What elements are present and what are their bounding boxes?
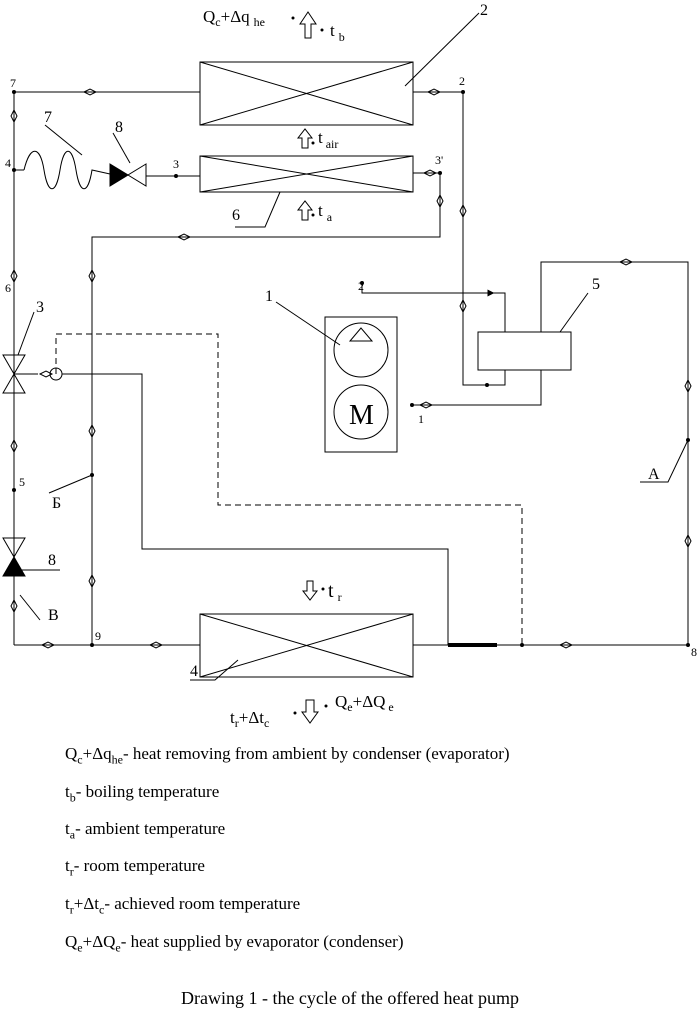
flow-mark: [88, 423, 96, 439]
heat-arrows: [296, 11, 319, 724]
flow-mark: [88, 268, 96, 284]
evaporator-4: [199, 613, 414, 678]
svg-text:Б: Б: [52, 495, 61, 512]
letter-labels: A Б В: [48, 466, 660, 624]
legend-item: tb- boiling temperature: [65, 782, 220, 805]
hx6-return-pipe: [91, 172, 441, 645]
figure-caption: Drawing 1 - the cycle of the offered hea…: [180, 988, 520, 1008]
junction-dots: [12, 16, 690, 715]
hx5-bottom-left: [487, 370, 506, 386]
svg-text:9: 9: [95, 629, 101, 643]
right-pipe-A: [540, 261, 689, 645]
flow-mark: [82, 88, 98, 96]
piping: [13, 91, 689, 647]
svg-text:Qc+Δqhe: Qc+Δqhe: [203, 7, 265, 29]
svg-text:A: A: [648, 466, 660, 483]
svg-text:Qe+ΔQe: Qe+ΔQe: [335, 692, 394, 714]
svg-text:1: 1: [418, 412, 424, 426]
valve-8-bottom: [2, 537, 26, 577]
svg-text:7: 7: [44, 109, 52, 126]
arrow-down-icon: [301, 580, 319, 601]
flow-mark: [10, 438, 18, 454]
flow-marks: [10, 88, 692, 649]
cond-right-pipe: [413, 91, 487, 386]
legend-item: Qe+ΔQe- heat supplied by evaporator (con…: [65, 932, 404, 955]
flow-mark: [618, 258, 634, 266]
flow-mark: [459, 203, 467, 219]
valve-8-top: [109, 163, 147, 187]
svg-text:5: 5: [592, 276, 600, 293]
svg-text:6: 6: [5, 281, 11, 295]
arrow-up-icon: [299, 11, 317, 39]
flow-mark: [10, 598, 18, 614]
svg-text:6: 6: [232, 207, 240, 224]
compressor-discharge: [361, 283, 506, 332]
svg-text:1: 1: [265, 288, 273, 305]
legend-item: Qc+Δqhe- heat removing from ambient by c…: [65, 744, 510, 767]
flow-mark: [558, 641, 574, 649]
flow-mark: [684, 533, 692, 549]
svg-text:3: 3: [36, 299, 44, 316]
svg-text:2: 2: [459, 74, 465, 88]
flow-mark: [38, 370, 54, 378]
svg-text:7: 7: [10, 76, 16, 90]
flow-mark: [148, 641, 164, 649]
svg-text:2: 2: [480, 2, 488, 19]
svg-text:tb: tb: [330, 21, 345, 44]
svg-text:4: 4: [190, 663, 198, 680]
svg-text:3: 3: [173, 157, 179, 171]
svg-text:5: 5: [19, 475, 25, 489]
svg-text:tr+Δtc: tr+Δtc: [230, 708, 269, 730]
svg-text:3': 3': [435, 153, 443, 167]
flow-mark: [684, 378, 692, 394]
flow-mark: [176, 233, 192, 241]
flow-mark: [88, 573, 96, 589]
arrow-up-icon: [296, 200, 314, 221]
valve-3: [2, 354, 63, 394]
flow-mark: [436, 193, 444, 209]
flow-mark: [10, 268, 18, 284]
motor-label: M: [349, 400, 374, 431]
flow-mark: [10, 108, 18, 124]
legend-item: tr+Δtc- achieved room temperature: [65, 894, 301, 917]
capillary-coil: [23, 150, 111, 190]
heat-exchanger-5: [477, 331, 572, 371]
heat-exchanger-6: [199, 155, 414, 193]
suction-line: [412, 370, 542, 406]
svg-text:8: 8: [48, 552, 56, 569]
sensor-line: [62, 373, 449, 645]
arrow-down-icon: [301, 699, 319, 724]
legend-item: tr- room temperature: [65, 856, 205, 879]
flow-mark: [422, 169, 438, 177]
compressor-1: [324, 316, 398, 453]
flow-mark: [40, 641, 56, 649]
flow-mark: [426, 88, 442, 96]
flow-mark: [459, 298, 467, 314]
dashed-equalizer: [55, 333, 523, 645]
svg-text:В: В: [48, 607, 59, 624]
condenser-2: [199, 61, 414, 126]
svg-text:4: 4: [5, 156, 11, 170]
arrow-up-icon: [296, 128, 314, 149]
svg-text:2: 2: [358, 279, 364, 293]
point-numbers: 7 4 6 5 9 8 2 2 3 3' 1: [5, 74, 697, 659]
leader-lines: [17, 12, 689, 681]
legend-item: ta- ambient temperature: [65, 819, 226, 842]
flow-mark: [418, 401, 434, 409]
svg-text:8: 8: [115, 119, 123, 136]
component-numbers: 1 2 3 4 5 6 7 8 8: [36, 2, 600, 680]
svg-text:8: 8: [691, 645, 697, 659]
